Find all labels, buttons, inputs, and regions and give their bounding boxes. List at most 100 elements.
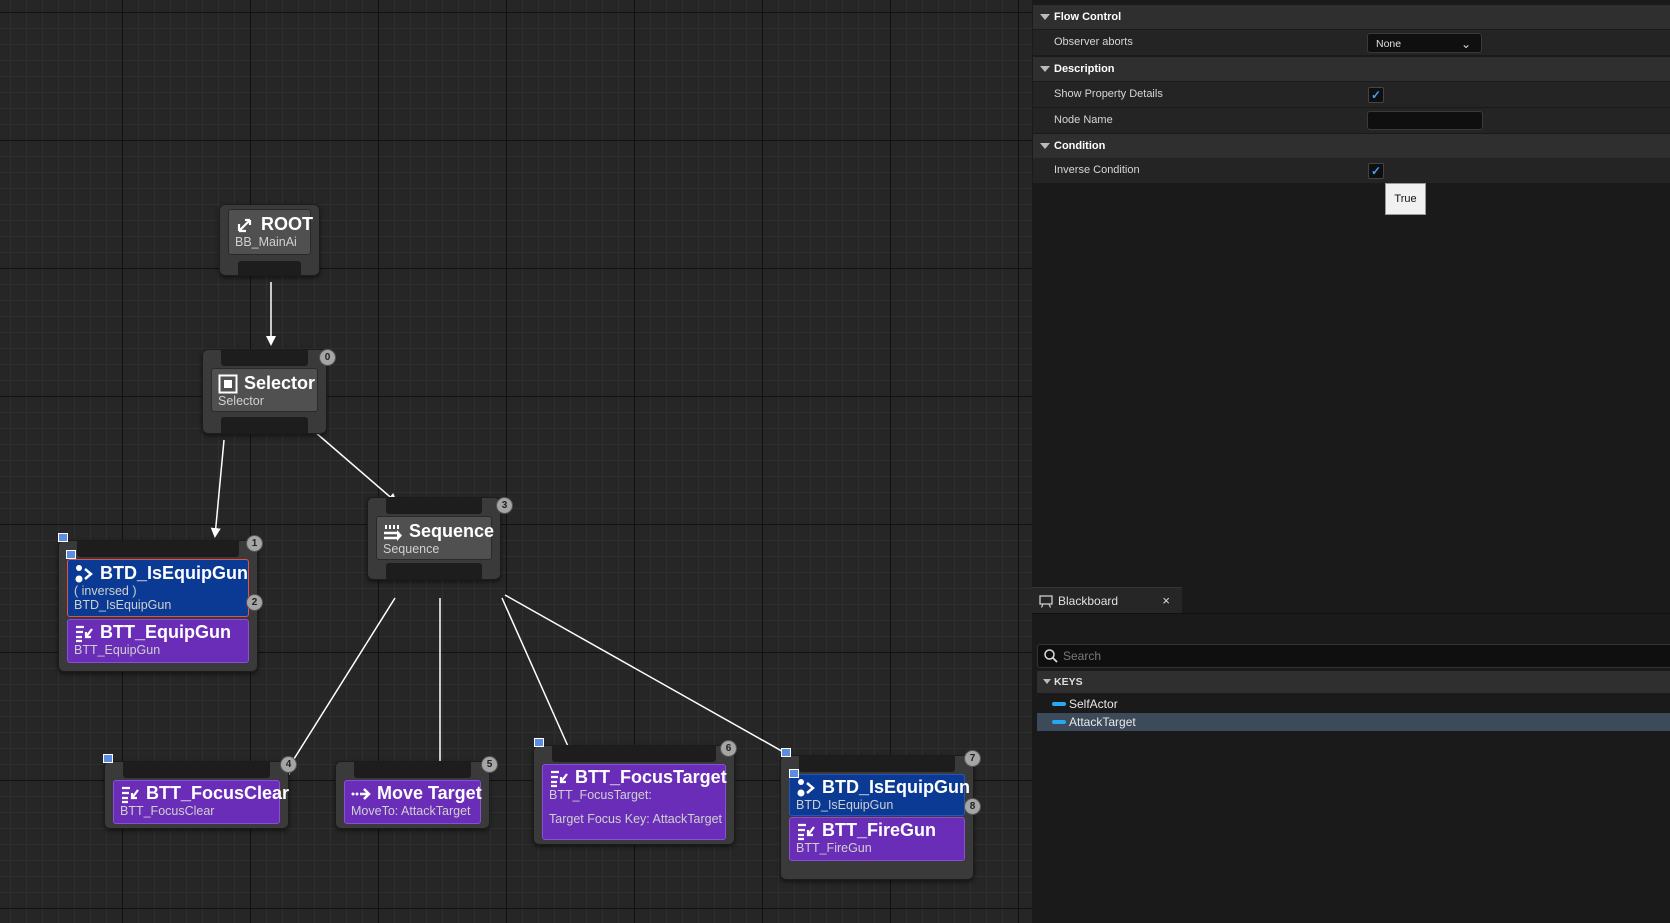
- close-icon[interactable]: ×: [1162, 593, 1170, 608]
- task-icon: [551, 770, 568, 787]
- sequence-index-badge: 3: [496, 497, 513, 514]
- search-icon: [1044, 649, 1058, 663]
- focus-target-title: BTT_FocusTarget: [575, 767, 727, 787]
- move-target-task[interactable]: Move Target MoveTo: AttackTarget: [344, 780, 482, 824]
- root-icon: [237, 218, 252, 232]
- breakpoint-flag-icon: [103, 754, 113, 763]
- node-name-row: Node Name: [1033, 108, 1670, 134]
- show-property-details-label: Show Property Details: [1054, 88, 1163, 100]
- root-node[interactable]: ROOT BB_MainAi: [219, 204, 320, 276]
- focus-clear-title: BTT_FocusClear: [146, 783, 290, 803]
- task-icon: [76, 625, 93, 642]
- selector-index-badge: 0: [319, 349, 336, 366]
- flow-control-category[interactable]: Flow Control: [1033, 5, 1670, 29]
- blackboard-tab[interactable]: Blackboard ×: [1032, 587, 1182, 613]
- observer-aborts-label: Observer aborts: [1054, 36, 1133, 48]
- edge-selector-equip: [210, 439, 225, 538]
- task-icon: [122, 786, 139, 803]
- focus-clear-subtitle: BTT_FocusClear: [120, 804, 215, 818]
- btt-equipgun-task[interactable]: BTT_EquipGun BTT_EquipGun: [67, 619, 249, 663]
- blackboard-search-input[interactable]: Search: [1037, 644, 1670, 668]
- move-target-title: Move Target: [377, 783, 482, 803]
- focus-target-node[interactable]: BTT_FocusTarget BTT_FocusTarget: Target …: [533, 745, 735, 845]
- btt-focustarget-task[interactable]: BTT_FocusTarget BTT_FocusTarget: Target …: [542, 764, 727, 840]
- tooltip: True: [1385, 183, 1426, 215]
- inverse-condition-label: Inverse Condition: [1054, 164, 1140, 176]
- show-property-details-row: Show Property Details ✓: [1033, 82, 1670, 108]
- root-title: ROOT: [261, 214, 313, 234]
- decorator-icon: [797, 778, 815, 796]
- checkmark-icon: ✓: [1370, 164, 1382, 178]
- focus-clear-node[interactable]: BTT_FocusClear BTT_FocusClear: [104, 761, 289, 829]
- description-category[interactable]: Description: [1033, 57, 1670, 81]
- node-name-label: Node Name: [1054, 114, 1113, 126]
- sequence-icon: [384, 524, 402, 541]
- root-subtitle: BB_MainAi: [235, 235, 297, 249]
- selector-node[interactable]: Selector Selector: [202, 349, 327, 434]
- focus-target-index-badge: 6: [720, 740, 737, 757]
- edge-sequence-focusclear: [280, 597, 396, 780]
- edge-selector-sequence: [314, 431, 398, 504]
- sequence-subtitle: Sequence: [383, 542, 440, 556]
- decorator-subtitle: BTD_IsEquipGun: [74, 598, 172, 612]
- selector-title: Selector: [244, 373, 316, 393]
- decorator-title: BTD_IsEquipGun: [100, 563, 248, 583]
- fire-decorator-index-badge: 8: [964, 798, 981, 815]
- observer-aborts-row: Observer aborts None ⌄: [1033, 30, 1670, 56]
- blackboard-key-label: SelfActor: [1069, 697, 1118, 711]
- equip-gun-node[interactable]: BTD_IsEquipGun ( inversed ) BTD_IsEquipG…: [58, 540, 258, 672]
- task-icon: [798, 823, 815, 840]
- focus-target-subtitle: BTT_FocusTarget:: [549, 788, 652, 802]
- key-type-icon: [1052, 720, 1066, 724]
- blackboard-tab-label: Blackboard: [1058, 594, 1119, 608]
- move-target-index-badge: 5: [481, 756, 498, 773]
- search-placeholder: Search: [1063, 649, 1102, 663]
- equip-branch-index-badge: 1: [246, 535, 263, 552]
- btt-focusclear-task[interactable]: BTT_FocusClear BTT_FocusClear: [113, 780, 289, 824]
- blackboard-icon: [1039, 595, 1053, 608]
- decorator-subtitle: BTD_IsEquipGun: [796, 798, 894, 812]
- sequence-node[interactable]: Sequence Sequence: [367, 497, 501, 580]
- observer-aborts-value: None: [1376, 38, 1402, 50]
- selector-subtitle: Selector: [218, 394, 264, 408]
- breakpoint-flag-icon: [789, 769, 799, 778]
- node-name-input[interactable]: [1367, 111, 1483, 130]
- decorator-inversed-label: ( inversed ): [74, 584, 137, 598]
- breakpoint-flag-icon: [781, 748, 791, 757]
- btt-firegun-task[interactable]: BTT_FireGun BTT_FireGun: [789, 817, 965, 861]
- breakpoint-flag-icon: [58, 533, 68, 542]
- equip-decorator-index-badge: 2: [246, 594, 263, 611]
- condition-category[interactable]: Condition: [1033, 134, 1670, 158]
- move-target-node[interactable]: Move Target MoveTo: AttackTarget: [335, 761, 490, 829]
- btd-isequipgun-decorator[interactable]: BTD_IsEquipGun ( inversed ) BTD_IsEquipG…: [67, 559, 249, 617]
- decorator-title: BTD_IsEquipGun: [822, 777, 970, 797]
- blackboard-key[interactable]: AttackTarget: [1037, 713, 1670, 731]
- focus-target-key: Target Focus Key: AttackTarget: [549, 812, 722, 826]
- blackboard-key-label: AttackTarget: [1069, 715, 1136, 729]
- decorator-icon: [75, 564, 93, 582]
- blackboard-key[interactable]: SelfActor: [1037, 695, 1670, 713]
- btd-isequipgun-decorator-2[interactable]: BTD_IsEquipGun BTD_IsEquipGun: [789, 774, 970, 816]
- show-property-details-checkbox[interactable]: ✓: [1368, 87, 1384, 103]
- chevron-down-icon: ⌄: [1460, 37, 1471, 51]
- behavior-tree-graph[interactable]: ROOT BB_MainAi Selector Selector 0 BTD_I…: [0, 0, 1098, 923]
- task-subtitle: BTT_EquipGun: [74, 643, 161, 657]
- breakpoint-flag-icon: [66, 550, 76, 559]
- details-panel: Flow Control Observer aborts None ⌄ Desc…: [1032, 0, 1670, 585]
- checkmark-icon: ✓: [1370, 88, 1382, 102]
- inverse-condition-checkbox[interactable]: ✓: [1368, 163, 1384, 179]
- keys-category[interactable]: KEYS: [1037, 671, 1670, 693]
- fire-gun-subtitle: BTT_FireGun: [796, 841, 872, 855]
- sequence-title: Sequence: [409, 521, 495, 541]
- focus-clear-index-badge: 4: [280, 756, 297, 773]
- fire-gun-node[interactable]: BTD_IsEquipGun BTD_IsEquipGun BTT_FireGu…: [780, 755, 974, 880]
- move-to-icon: [351, 787, 371, 800]
- fire-branch-index-badge: 7: [964, 750, 981, 767]
- selector-icon: [218, 374, 238, 393]
- edge-sequence-fire: [504, 594, 828, 777]
- breakpoint-flag-icon: [534, 738, 544, 747]
- edge-sequence-focustarget: [501, 597, 577, 764]
- task-title: BTT_EquipGun: [100, 622, 231, 642]
- observer-aborts-dropdown[interactable]: None ⌄: [1367, 33, 1482, 53]
